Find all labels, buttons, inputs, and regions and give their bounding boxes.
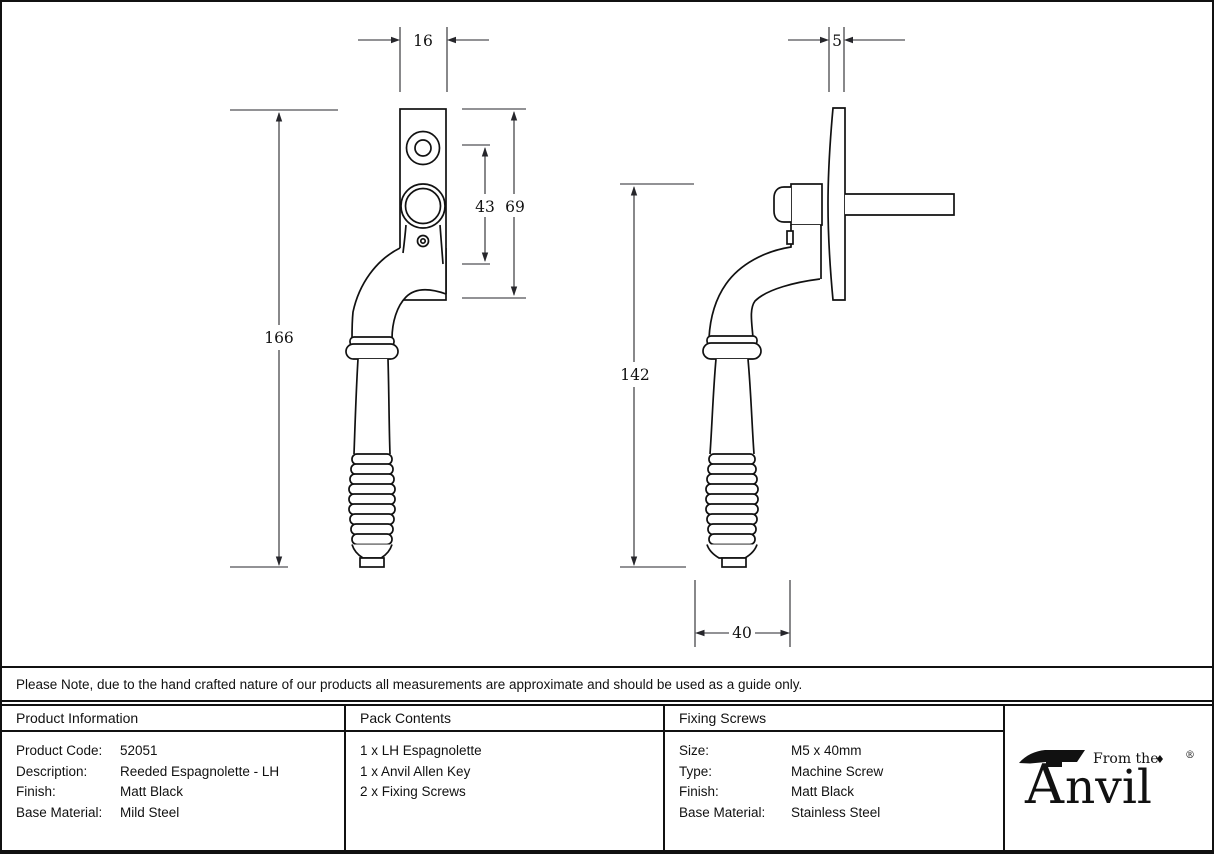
from-the-anvil-logo: A nvil From the ♦ ®	[1018, 750, 1195, 810]
front-dim-plate-width: 16	[358, 27, 489, 92]
knob-boss-front	[400, 183, 446, 229]
table-row: Base Material: Mild Steel	[16, 803, 330, 824]
row-value: Machine Screw	[791, 763, 884, 779]
row-value: M5 x 40mm	[791, 743, 862, 758]
row-value: 52051	[120, 743, 158, 758]
measurement-note-text: Please Note, due to the hand crafted nat…	[16, 676, 803, 692]
arm-tab-side	[786, 230, 794, 245]
fixing-hole-top	[405, 130, 441, 166]
product-information-header: Product Information	[2, 706, 344, 732]
fixing-screws-header: Fixing Screws	[665, 706, 1003, 732]
front-view: 16 166	[230, 27, 528, 568]
espagnolette-drawing: 16 166	[230, 27, 955, 647]
handle-arm-front	[352, 248, 446, 339]
dim-label-40: 40	[732, 624, 752, 642]
product-info-table: Product Information Product Code: 52051 …	[2, 704, 1212, 850]
dim-label-166: 166	[264, 329, 294, 347]
knob-boss-side	[790, 183, 823, 226]
handle-arm-side	[709, 225, 820, 338]
grip-cone-front	[351, 544, 393, 559]
side-view: 5 142	[616, 27, 955, 647]
row-label: Product Code:	[16, 743, 103, 758]
dim-label-43: 43	[475, 198, 495, 216]
grip-tip-side	[721, 557, 747, 568]
row-value: Stainless Steel	[791, 804, 881, 820]
measurement-note-bar: Please Note, due to the hand crafted nat…	[2, 666, 1212, 702]
row-label: Base Material:	[679, 804, 766, 820]
side-dim-handle-height: 142	[616, 183, 694, 568]
row-label: Type:	[679, 763, 713, 779]
anvil-icon	[1018, 750, 1085, 767]
registered-trademark: ®	[1185, 750, 1195, 761]
table-row: Product Code: 52051	[16, 741, 330, 762]
grip-tip-front	[359, 557, 385, 568]
logo-diamond: ♦	[1155, 753, 1165, 766]
list-item: 1 x Anvil Allen Key	[360, 763, 471, 779]
reeded-grip-front	[348, 453, 396, 546]
row-label: Base Material:	[16, 804, 103, 820]
dim-label-69: 69	[505, 198, 525, 216]
dim-label-16: 16	[413, 32, 433, 50]
table-row: Base Material: Stainless Steel	[679, 803, 989, 824]
list-item: 2 x Fixing Screws	[360, 784, 466, 800]
table-row: Finish: Matt Black	[679, 782, 989, 803]
dim-label-5: 5	[832, 32, 842, 50]
side-dim-plate-thickness: 5	[788, 27, 905, 92]
side-dim-handle-depth: 40	[694, 580, 791, 647]
grip-cone-side	[706, 544, 758, 559]
row-label: Finish:	[16, 784, 56, 800]
pack-contents-column: Pack Contents 1 x LH Espagnolette 1 x An…	[346, 706, 665, 850]
table-row: Description: Reeded Espagnolette - LH	[16, 762, 330, 783]
backplate-side	[827, 107, 846, 301]
row-value: Matt Black	[791, 784, 855, 800]
pack-contents-header: Pack Contents	[346, 706, 663, 732]
knob-cap-side	[773, 186, 791, 223]
row-label: Finish:	[679, 784, 719, 800]
logo-tagline: From the	[1093, 751, 1159, 767]
technical-drawing-area: 16 166	[2, 2, 1212, 666]
front-dim-hole-spacing: 43	[462, 144, 498, 265]
list-item: 1 x LH Espagnolette	[360, 743, 482, 758]
fixing-screws-column: Fixing Screws Size: M5 x 40mm Type: Mach…	[665, 706, 1005, 850]
table-row: Size: M5 x 40mm	[679, 741, 989, 762]
table-row: Type: Machine Screw	[679, 762, 989, 783]
row-value: Mild Steel	[120, 804, 180, 820]
row-label: Size:	[679, 743, 710, 758]
grub-screw-front	[416, 234, 430, 248]
row-value: Matt Black	[120, 784, 184, 800]
row-value: Reeded Espagnolette - LH	[120, 763, 280, 779]
logo-name-rest: nvil	[1065, 760, 1152, 810]
fixing-screws-body: Size: M5 x 40mm Type: Machine Screw Fini…	[665, 732, 1003, 850]
front-dim-overall-height: 166	[230, 109, 338, 568]
product-information-column: Product Information Product Code: 52051 …	[2, 706, 346, 850]
reeded-grip-side	[705, 453, 759, 546]
dim-label-142: 142	[620, 366, 650, 384]
spindle	[845, 193, 955, 216]
row-label: Description:	[16, 763, 88, 779]
product-information-body: Product Code: 52051 Description: Reeded …	[2, 732, 344, 850]
front-dim-plate-height: 69	[462, 108, 528, 299]
table-row: Finish: Matt Black	[16, 782, 330, 803]
brand-logo-cell: A nvil From the ♦ ®	[1005, 706, 1212, 850]
pack-contents-body: 1 x LH Espagnolette 1 x Anvil Allen Key …	[346, 732, 663, 850]
